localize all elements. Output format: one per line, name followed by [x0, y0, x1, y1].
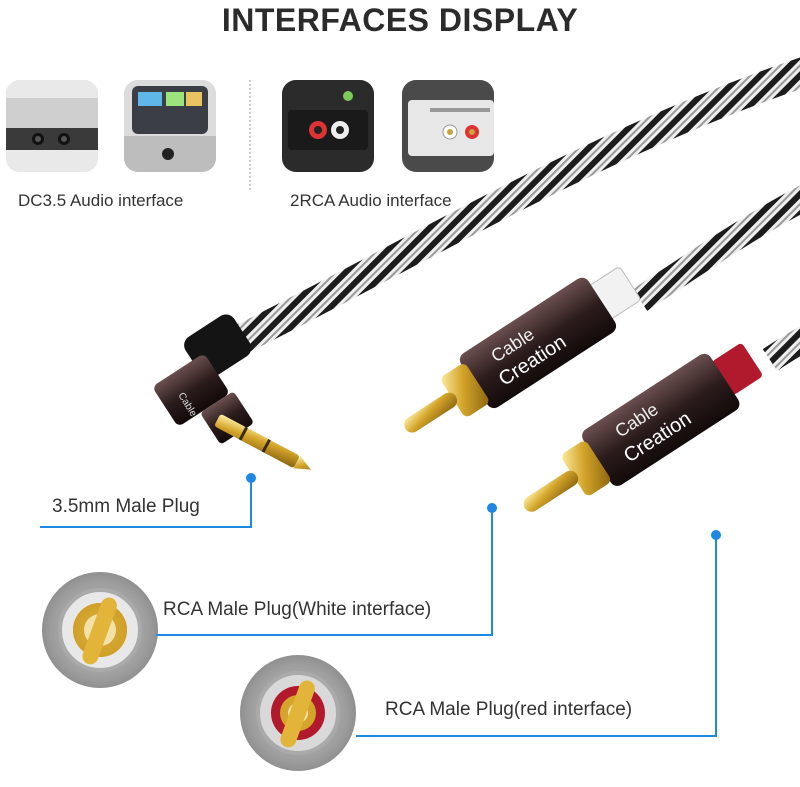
callout-line-red-h — [356, 735, 717, 737]
rca2-caption: 2RCA Audio interface — [290, 191, 452, 210]
audio-jack-photo — [6, 80, 98, 172]
callout-line-35-h — [40, 526, 252, 528]
audio-jack-ports-icon — [6, 80, 98, 172]
label-rca-red: RCA Male Plug(red interface) — [385, 699, 633, 720]
callout-line-red-v — [715, 535, 717, 735]
audio-cable-35 — [225, 57, 800, 355]
media-player-icon — [124, 80, 216, 172]
rca-ports-icon — [282, 80, 374, 172]
plug-35-tip — [215, 414, 311, 470]
plug-35-angled — [154, 314, 253, 444]
callout-line-white-v — [491, 508, 493, 634]
page-title: INTERFACES DISPLAY — [221, 2, 579, 38]
rca-ports-photo — [282, 80, 374, 172]
rca-plug-red: Cable Creation — [523, 343, 762, 512]
rca-plug-white: Cable Creation — [404, 267, 641, 433]
thumbnail-divider — [249, 80, 251, 190]
rca-white-closeup-icon — [58, 588, 142, 672]
label-rca-white: RCA Male Plug(White interface) — [163, 599, 432, 620]
rca-panel-photo — [402, 80, 494, 172]
media-player-photo — [124, 80, 216, 172]
audio-cable-red — [762, 326, 800, 371]
rca-red-closeup — [240, 655, 356, 771]
rca-ports-panel-icon — [402, 80, 494, 172]
rca-red-closeup-icon — [256, 671, 340, 755]
callout-line-white-h — [156, 634, 493, 636]
audio-cable-white — [632, 185, 800, 311]
rca-white-closeup — [42, 572, 158, 688]
callout-line-35-v — [250, 478, 252, 526]
label-35mm-male-plug: 3.5mm Male Plug — [52, 496, 200, 517]
dc35-caption: DC3.5 Audio interface — [18, 191, 184, 210]
